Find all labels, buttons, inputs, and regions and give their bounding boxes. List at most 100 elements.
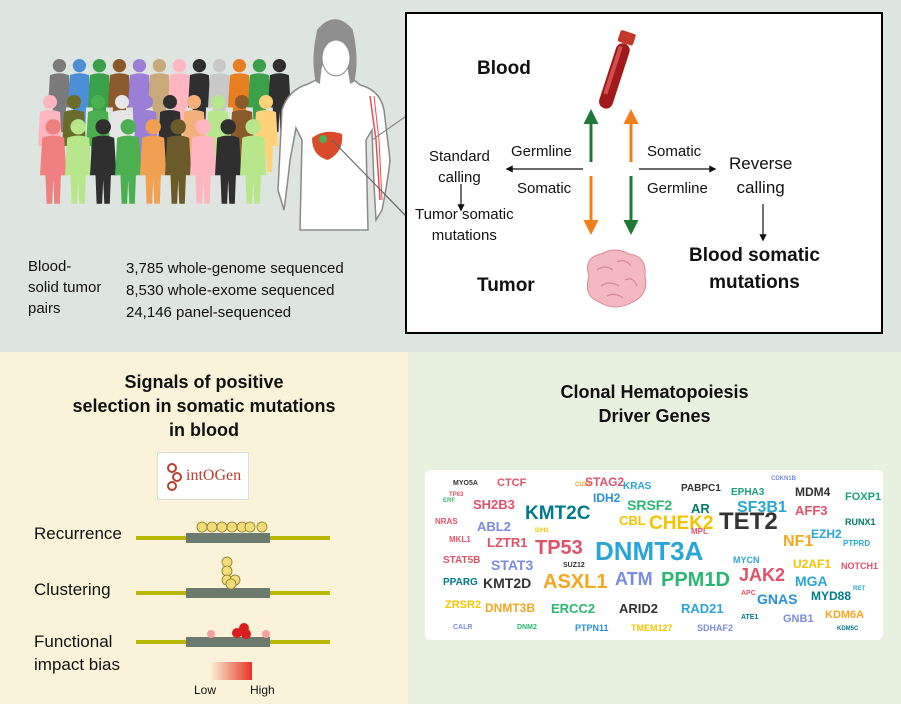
person-silhouette [215, 119, 242, 204]
gene-u2af1: U2AF1 [793, 557, 832, 571]
gene-foxp1: FOXP1 [845, 491, 882, 503]
legend-low-label: Low [194, 683, 217, 697]
gene-ptprd: PTPRD [843, 539, 871, 548]
gene-ppm1d: PPM1D [661, 569, 730, 591]
gene-tet2: TET2 [719, 508, 778, 535]
pairs-label: Blood- solid tumor pairs [28, 258, 102, 317]
gene-tp63: TP63 [449, 492, 464, 498]
gene-kras: KRAS [623, 481, 652, 492]
left-somatic-label: Somatic [517, 180, 572, 197]
gene-cdkn1b: CDKN1B [771, 476, 797, 482]
gene-ptpn11: PTPN11 [575, 623, 609, 633]
gene-nf1: NF1 [783, 533, 814, 550]
gene-chek2: CHEK2 [649, 513, 714, 534]
gene-lztr1: LZTR1 [487, 535, 528, 550]
gene-mga: MGA [795, 573, 828, 589]
gene-kmt2d: KMT2D [483, 575, 532, 591]
blood-tube-icon [599, 30, 636, 109]
gene-ar: AR [691, 501, 710, 516]
gene-sf3b1: SF3B1 [737, 499, 787, 516]
gene-tp53: TP53 [535, 537, 583, 559]
left-germline-label: Germline [511, 143, 572, 160]
gene-mpl: MPL [691, 527, 708, 536]
gene-ret: RET [853, 586, 865, 592]
gene-kdm6a: KDM6A [825, 609, 865, 621]
gene-rad21: RAD21 [681, 601, 724, 616]
gene-stat5b: STAT5B [443, 555, 481, 566]
person-silhouette [190, 119, 217, 204]
gene-kdm5c: KDM5C [837, 626, 859, 632]
impact-gradient-legend [210, 662, 252, 680]
gene-srsf2: SRSF2 [627, 497, 673, 513]
gene-notch1: NOTCH1 [841, 561, 879, 571]
clustering-label: Clustering [34, 580, 111, 599]
woman-silhouette-illustration [277, 19, 391, 231]
gene-mdm4: MDM4 [795, 485, 831, 499]
gene-jak2: JAK2 [739, 565, 786, 585]
gene-stat3: STAT3 [491, 557, 534, 573]
gene-suz12: SUZ12 [563, 562, 585, 569]
gene-abl2: ABL2 [477, 519, 511, 534]
blood-label: Blood [477, 58, 531, 79]
gene-zrsr2: ZRSR2 [445, 599, 482, 611]
gene-idh2: IDH2 [593, 491, 621, 505]
person-silhouette [115, 119, 142, 204]
right-somatic-label: Somatic [647, 143, 702, 160]
intogen-logo: intOGen [157, 452, 249, 500]
gene-dnm2: DNM2 [517, 624, 537, 631]
person-silhouette [65, 119, 92, 204]
gene-erf: ERF [443, 498, 455, 504]
gene-tmem127: TMEM127 [631, 623, 673, 633]
right-germline-label: Germline [647, 180, 708, 197]
legend-high-label: High [250, 683, 275, 697]
gene-gnb1: GNB1 [783, 613, 814, 625]
gene-asxl1: ASXL1 [543, 571, 608, 593]
gene-ezh2: EZH2 [811, 527, 842, 541]
gene-cux1: CUX1 [575, 482, 592, 488]
gene-ctcf: CTCF [497, 477, 527, 489]
gene-ercc2: ERCC2 [551, 601, 596, 616]
recurrence-label: Recurrence [34, 524, 122, 543]
gene-atm: ATM [615, 569, 653, 589]
gene-arid2: ARID2 [619, 601, 659, 616]
selection-signal-tracks [136, 521, 330, 680]
person-silhouette [140, 119, 167, 204]
gene-dnmt3a: DNMT3A [595, 536, 704, 566]
gene-runx1: RUNX1 [845, 517, 876, 527]
gene-apc: APC [741, 590, 756, 597]
gene-myo5a: MYO5A [453, 480, 478, 487]
person-silhouette [165, 119, 192, 204]
gene-mycn: MYCN [733, 555, 760, 565]
sequencing-counts: 3,785 whole-genome sequenced 8,530 whole… [126, 260, 344, 321]
person-silhouette [40, 119, 67, 204]
selection-title: Signals of positive selection in somatic… [72, 372, 336, 440]
gene-cbl: CBL [619, 513, 646, 528]
gene-mkl1: MKL1 [449, 535, 471, 544]
person-silhouette [90, 119, 117, 204]
intogen-logo-mark [167, 463, 182, 491]
gene-stag2: STAG2 [585, 475, 625, 489]
gene-kmt2c: KMT2C [525, 503, 591, 524]
intogen-logo-text: intOGen [186, 467, 242, 484]
gene-nras: NRAS [435, 517, 458, 526]
population-silhouettes [38, 58, 291, 204]
gene-sh2b3: SH2B3 [473, 497, 515, 512]
gene-pabpc1: PABPC1 [681, 483, 721, 494]
gene-sdhaf2: SDHAF2 [697, 623, 734, 633]
tumor-icon [586, 249, 647, 308]
gene-gnas: GNAS [757, 591, 798, 607]
gene-epha3: EPHA3 [731, 487, 765, 498]
driver-genes-title: Clonal Hematopoiesis Driver Genes [560, 382, 749, 426]
gene-aff3: AFF3 [795, 503, 828, 518]
tumor-label: Tumor [477, 275, 535, 296]
person-silhouette [240, 119, 267, 204]
gene-myd88: MYD88 [811, 589, 852, 603]
gene-ate1: ATE1 [741, 614, 759, 621]
gene-idh1: IDH1 [535, 528, 549, 534]
